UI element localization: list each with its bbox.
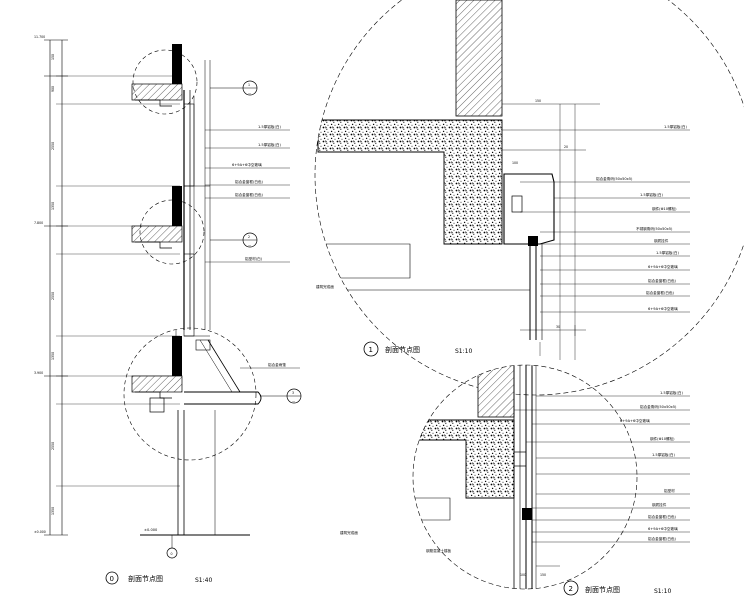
dim-text: 100 <box>520 573 526 577</box>
left-note: 建筑完成面 <box>340 530 358 535</box>
dim-text: 150 <box>540 573 546 577</box>
note: 6+9A+6中空玻璃 <box>232 162 262 167</box>
dim-text: 100 <box>512 161 518 165</box>
detail-1-caption: 1 剖面节点图 S1:10 <box>363 341 472 357</box>
dim-text: 900 <box>51 86 55 92</box>
note: 钢件(Φ10螺栓) <box>650 436 675 441</box>
dim-text: 1350 <box>51 507 55 515</box>
caption-scale: S1:10 <box>654 588 671 595</box>
caption-title: 剖面节点图 <box>128 574 163 583</box>
note: 1.5厚铝板(白) <box>660 390 683 395</box>
note: 铝合金窗框(白色) <box>648 514 677 519</box>
note: 铝型材(白) <box>245 256 263 261</box>
callout-2: 2 — <box>210 232 258 248</box>
detail-1-notes: 1.5厚铝板(白) 铝合金角码(50x50x5) 1.5厚铝板(白) 钢件(Φ1… <box>316 124 687 311</box>
note: 1.5厚铝板(白) <box>664 124 687 129</box>
note: 铝合金角码(50x50x5) <box>596 176 633 181</box>
note: 铝型材 <box>664 488 675 493</box>
note: 1.5厚铝板(白) <box>258 142 281 147</box>
callout-sheet: — <box>248 91 252 95</box>
callout-3: 3 — <box>260 388 302 404</box>
caption-mark: 2 <box>569 585 573 593</box>
detail-2-dims: 150 100 <box>520 573 546 577</box>
callout-mark: 2 <box>248 235 250 239</box>
level-mark: ±0.000 <box>34 530 46 534</box>
note: 铝合金窗框(白色) <box>235 192 264 197</box>
elevation-caption: 0 剖面节点图 S1:40 <box>105 571 212 585</box>
dim-text: 2550 <box>51 292 55 300</box>
axis-bubble: 0 <box>166 535 178 559</box>
note: 铝合金窗框(白色) <box>648 536 677 541</box>
note: 钢质挂件 <box>654 238 669 243</box>
note: 铝合金窗框(白色) <box>646 290 675 295</box>
detail-2: 150 100 1.5厚铝板(白) 铝合金角码(50x50x5) 6+9A+6中… <box>340 364 690 596</box>
bottom-note: 钢筋混凝土楼板 <box>426 548 452 553</box>
note: 不锈钢角码(50x50x5) <box>636 226 673 231</box>
detail-2-caption: 2 剖面节点图 S1:10 <box>563 580 671 596</box>
detail-1-leaders <box>502 129 690 313</box>
elevation-dimension-string <box>44 39 180 536</box>
elevation-level-marks: 11.700 7.800 3.900 ±0.000 <box>34 35 46 534</box>
detail-1: 150 100 20 30 1.5厚铝板(白) 铝合金角码(50x50x5) 1… <box>314 0 744 396</box>
callout-sheet: — <box>248 243 252 247</box>
note: 1.5厚铝板(白) <box>652 452 675 457</box>
caption-mark: 1 <box>369 346 373 354</box>
level-mark: 3.900 <box>34 371 43 375</box>
callout-mark: 1 <box>248 83 250 87</box>
detail-2-leaders <box>514 395 690 543</box>
detail-2-circle <box>139 199 205 265</box>
note: 铝合金雨篷 <box>268 362 286 367</box>
note: 铝合金窗框(白色) <box>648 278 677 283</box>
caption-title: 剖面节点图 <box>585 585 620 594</box>
note: 铝合金窗框(白色) <box>235 179 264 184</box>
note: 钢件(Φ10螺栓) <box>652 206 677 211</box>
axis-label: 0 <box>171 552 173 556</box>
note: 1.5厚铝板(白) <box>640 192 663 197</box>
left-note: 建筑完成面 <box>316 284 334 289</box>
ground-note: ±0.000 <box>144 528 158 532</box>
elevation-facade <box>140 60 250 536</box>
level-mark: 7.800 <box>34 221 43 225</box>
note: 1.5厚铝板(白) <box>258 124 281 129</box>
callout-mark: 3 <box>292 391 294 395</box>
dim-text: 150 <box>535 99 541 103</box>
detail-1-dims: 150 100 20 30 <box>512 99 568 329</box>
elevation-notes: 1.5厚铝板(白) 1.5厚铝板(白) 6+9A+6中空玻璃 铝合金窗框(白色)… <box>144 124 286 532</box>
dim-text: 2550 <box>51 442 55 450</box>
note: 铝合金角码(50x50x5) <box>640 404 677 409</box>
dim-text: 150 <box>51 54 55 60</box>
dim-text: 1350 <box>51 352 55 360</box>
note: 6+9A+6中空玻璃 <box>648 306 678 311</box>
caption-scale: S1:10 <box>455 348 472 355</box>
callout-sheet: — <box>292 399 296 403</box>
callout-1: 1 — <box>210 80 258 96</box>
detail-3-circle <box>123 327 257 461</box>
elevation-section: 11.700 7.800 3.900 ±0.000 150 900 2550 1… <box>34 35 302 585</box>
note: 钢质挂件 <box>652 502 667 507</box>
elevation-structure <box>131 44 183 413</box>
caption-title: 剖面节点图 <box>385 345 420 354</box>
detail-2-notes: 1.5厚铝板(白) 铝合金角码(50x50x5) 6+9A+6中空玻璃 钢件(Φ… <box>340 390 683 553</box>
level-mark: 11.700 <box>34 35 45 39</box>
dim-text: 1350 <box>51 202 55 210</box>
detail-1-circle <box>132 49 198 115</box>
caption-scale: S1:40 <box>195 577 212 584</box>
dim-text: 2550 <box>51 142 55 150</box>
elevation-leaders <box>205 129 300 369</box>
note: 6+9A+6中空玻璃 <box>620 418 650 423</box>
note: 6+9A+6中空玻璃 <box>648 264 678 269</box>
dim-text: 30 <box>556 325 560 329</box>
elevation-canopy <box>184 339 262 405</box>
note: 1.5厚铝板(白) <box>656 250 679 255</box>
elevation-dim-texts: 150 900 2550 1350 2550 1350 2550 1350 <box>51 54 55 515</box>
dim-text: 20 <box>564 145 568 149</box>
caption-mark: 0 <box>110 575 114 583</box>
note: 6+9A+6中空玻璃 <box>648 526 678 531</box>
